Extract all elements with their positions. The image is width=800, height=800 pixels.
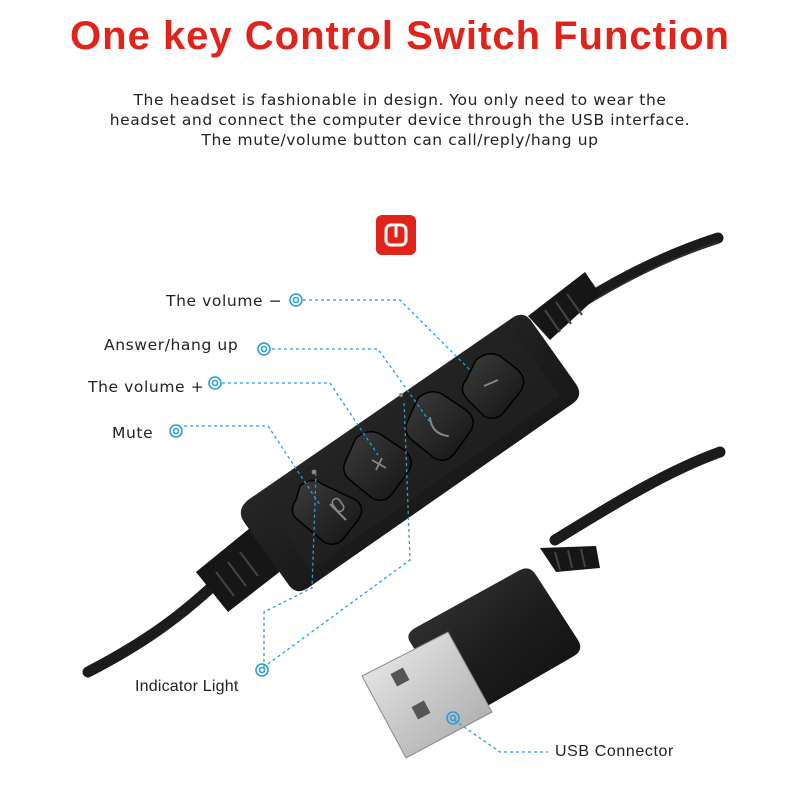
phone-icon [429,417,449,437]
callout-usb [453,719,548,753]
callout-volume-minus [303,299,471,371]
callout-indicator-b [267,399,411,665]
callout-volume-plus [222,382,379,456]
marker-indicator [255,663,269,677]
description-line-3: The mute/volume button can call/reply/ha… [201,131,599,149]
callout-markers [169,293,460,725]
description: The headset is fashionable in design. Yo… [40,90,760,150]
answer-hang-up-button[interactable] [405,391,474,461]
marker-volume-plus [208,376,222,390]
mute-icon [329,497,347,521]
marker-volume-minus [289,293,303,307]
indicator-light [311,393,403,475]
label-volume-plus: The volume + [88,378,205,396]
mute-button[interactable] [291,479,363,545]
callout-mute [184,425,321,506]
volume-minus-button[interactable] [461,353,525,419]
callout-lines [184,299,548,753]
volume-plus-button[interactable] [343,431,412,501]
volume-minus-icon [483,379,499,387]
strain-relief-lower [196,528,282,612]
description-line-1: The headset is fashionable in design. Yo… [133,91,667,109]
label-mute: Mute [112,424,154,442]
label-volume-minus: The volume − [166,292,283,310]
label-answer-hang-up: Answer/hang up [104,336,239,354]
strain-relief-upper [528,272,600,340]
power-icon [384,223,408,247]
page-title: One key Control Switch Function [70,14,730,58]
power-badge [376,215,416,255]
marker-mute [169,424,183,438]
usb-plug [361,546,600,759]
label-usb-connector: USB Connector [555,743,674,760]
volume-plus-icon [371,457,387,471]
cable-usb [549,446,726,546]
marker-usb [446,711,460,725]
description-line-2: headset and connect the computer device … [109,111,691,129]
label-indicator-light: Indicator Light [135,678,239,695]
marker-answer [257,342,271,356]
